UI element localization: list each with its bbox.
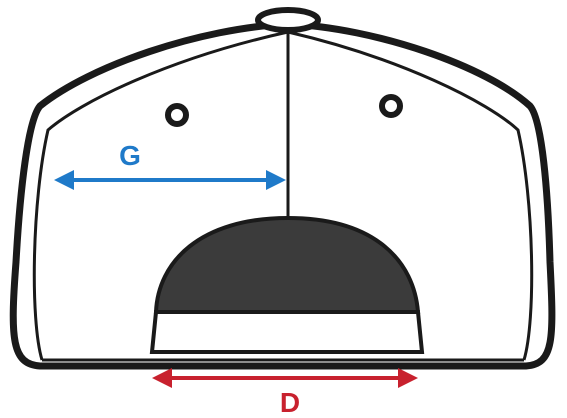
- eyelet-left: [165, 103, 189, 127]
- cap-top-button: [255, 7, 321, 33]
- cap-back-strap: [149, 310, 425, 354]
- cap-back-opening: [153, 215, 421, 314]
- eyelet-right: [379, 94, 403, 118]
- cap-inner-seam-right: [287, 30, 534, 361]
- cap-inner-seam-left: [32, 30, 289, 361]
- measurement-d-label: D: [280, 387, 300, 418]
- measurement-g-label: G: [119, 140, 141, 171]
